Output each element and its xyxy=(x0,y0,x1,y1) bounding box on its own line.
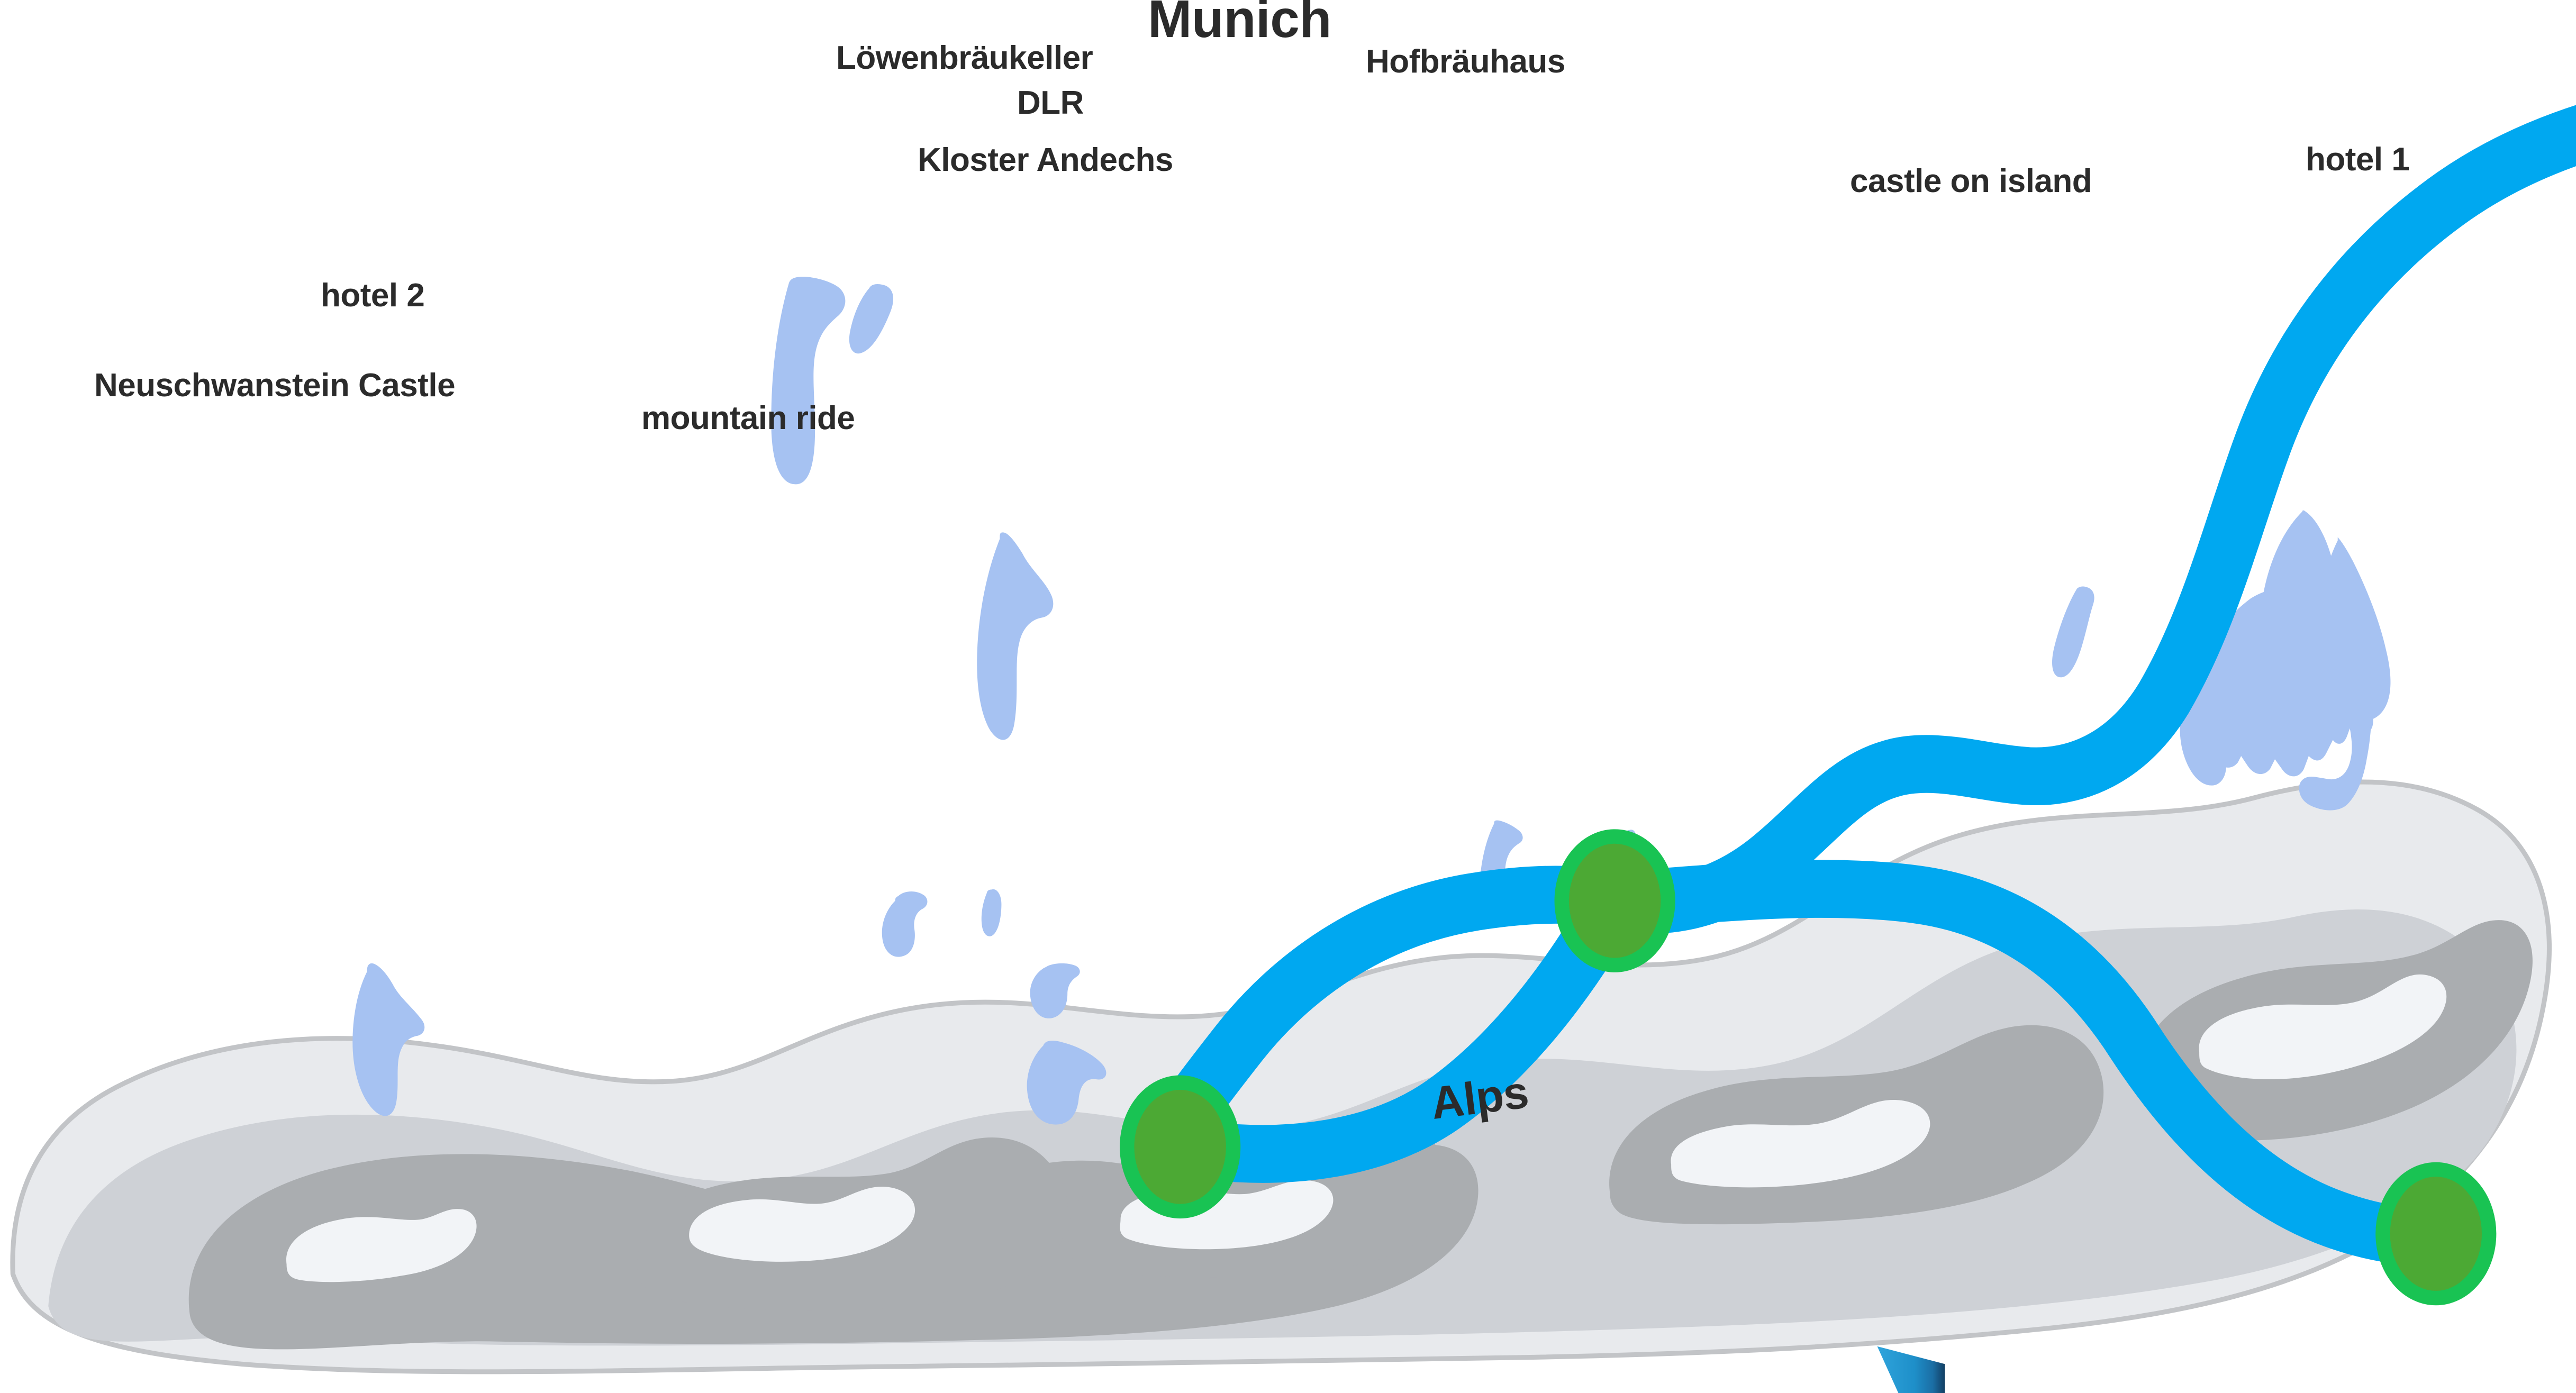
lake-forggensee xyxy=(352,963,425,1116)
route-hotel2-to-neuschwanstein[interactable] xyxy=(1151,871,1644,1183)
label-loewenbraeukeller: Löwenbräukeller xyxy=(836,40,1093,76)
marker-neuschwanstein-castle[interactable] xyxy=(1120,1075,1241,1219)
label-hotel-2: hotel 2 xyxy=(321,277,425,314)
lakes-layer xyxy=(352,276,2391,1125)
label-alps: Alps xyxy=(1428,1067,1531,1129)
lake-starnberg-top xyxy=(771,276,846,485)
marker-hotel-2[interactable] xyxy=(1554,829,1675,972)
label-castle-on-island: castle on island xyxy=(1850,163,2092,199)
label-dlr: DLR xyxy=(1017,85,1084,121)
label-kloster-andechs: Kloster Andechs xyxy=(918,142,1173,178)
terrain-wedges xyxy=(1877,1346,1945,1393)
alps-snow-far-right xyxy=(2199,974,2447,1080)
wedge-small-icon xyxy=(1877,1346,1945,1393)
lake-ammersee-main xyxy=(977,532,1054,740)
lake-mid-lower xyxy=(1027,1041,1106,1125)
lake-mid-centre xyxy=(1030,963,1080,1018)
label-hotel-1: hotel 1 xyxy=(2306,141,2410,178)
lake-small-a xyxy=(849,284,894,354)
label-munich: Munich xyxy=(1148,0,1331,49)
lake-chiemsee-east xyxy=(2318,537,2391,721)
marker-mountain-ride[interactable] xyxy=(2375,1162,2497,1306)
label-neuschwanstein-castle: Neuschwanstein Castle xyxy=(94,367,456,404)
route-hotel2-to-mountain-ride[interactable] xyxy=(1585,860,2465,1265)
alps-snow-centre xyxy=(689,1187,915,1262)
alps-snow-right xyxy=(1671,1099,1930,1188)
lake-mid-west xyxy=(882,891,928,957)
lake-small-right xyxy=(2052,586,2094,678)
poi-marker-layer[interactable] xyxy=(1120,100,2576,1306)
label-hofbraeuhaus: Hofbräuhaus xyxy=(1366,43,1565,80)
lake-mid-small xyxy=(981,889,1002,936)
label-mountain-ride: mountain ride xyxy=(641,400,855,436)
alps-snow-left xyxy=(286,1209,477,1282)
